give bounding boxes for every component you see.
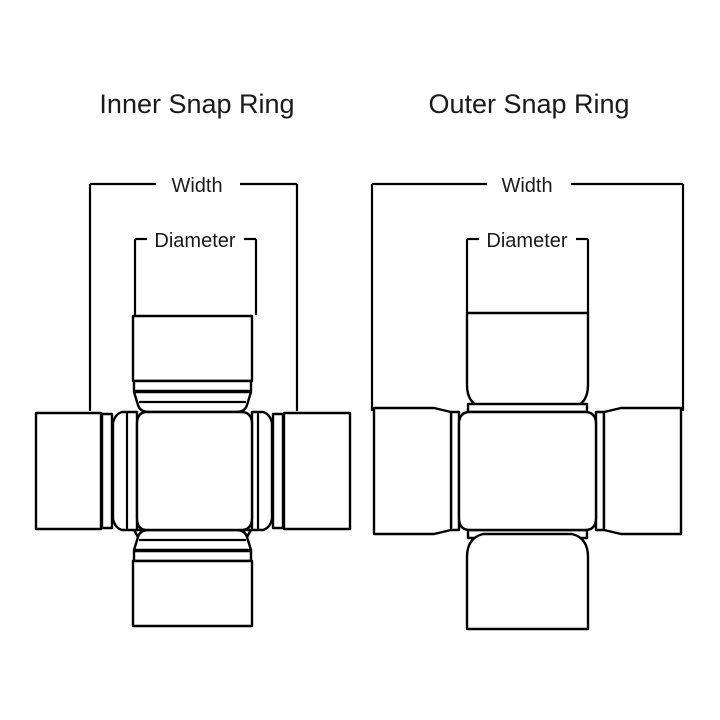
cap-body-bottom-outer: [465, 532, 590, 631]
cap-body-bottom: [131, 559, 254, 628]
cap-body-left: [34, 411, 103, 531]
cap-band-bottom: [132, 549, 253, 563]
cap-band-top: [132, 379, 253, 393]
snap-ring-groove-right: [250, 410, 274, 532]
cap-band-left: [100, 412, 114, 530]
bearing-cap-top-outer: [465, 311, 590, 414]
cross-center-body-outer: [457, 410, 598, 532]
bearing-cap-right-outer: [594, 406, 683, 536]
dimension-label-diameter-inner: Diameter: [154, 230, 235, 252]
cap-body-top-outer: [465, 311, 590, 410]
dimension-label-width-inner: Width: [171, 175, 222, 197]
bearing-cap-top-inner: [131, 314, 254, 414]
cap-body-right: [282, 411, 352, 531]
snap-ring-groove-left: [111, 410, 139, 532]
bearing-cap-left-outer: [372, 406, 461, 536]
diagram-inner-snap-ring: Inner Snap Ring Width Diameter: [34, 89, 352, 628]
cap-body-top: [131, 314, 254, 383]
dimension-label-diameter-outer: Diameter: [486, 230, 567, 252]
cap-body-left-outer: [372, 406, 453, 536]
cross-center-body-inner: [135, 410, 254, 532]
dimension-width-outer: Width: [370, 175, 685, 411]
dimension-label-width-outer: Width: [501, 175, 552, 197]
bearing-cap-bottom-outer: [465, 528, 590, 631]
bearing-cap-left-inner: [34, 410, 139, 532]
cap-band-right: [271, 412, 285, 530]
dimension-diameter-inner: Diameter: [133, 230, 258, 315]
dimension-width-inner: Width: [88, 175, 299, 411]
bearing-cap-bottom-inner: [131, 528, 254, 628]
title-outer-snap-ring: Outer Snap Ring: [428, 89, 629, 119]
cap-body-right-outer: [602, 406, 683, 536]
title-inner-snap-ring: Inner Snap Ring: [99, 89, 294, 119]
bearing-cap-right-inner: [250, 410, 352, 532]
dimension-diameter-outer: Diameter: [465, 230, 590, 313]
diagram-outer-snap-ring: Outer Snap Ring Width Diameter: [370, 89, 685, 631]
